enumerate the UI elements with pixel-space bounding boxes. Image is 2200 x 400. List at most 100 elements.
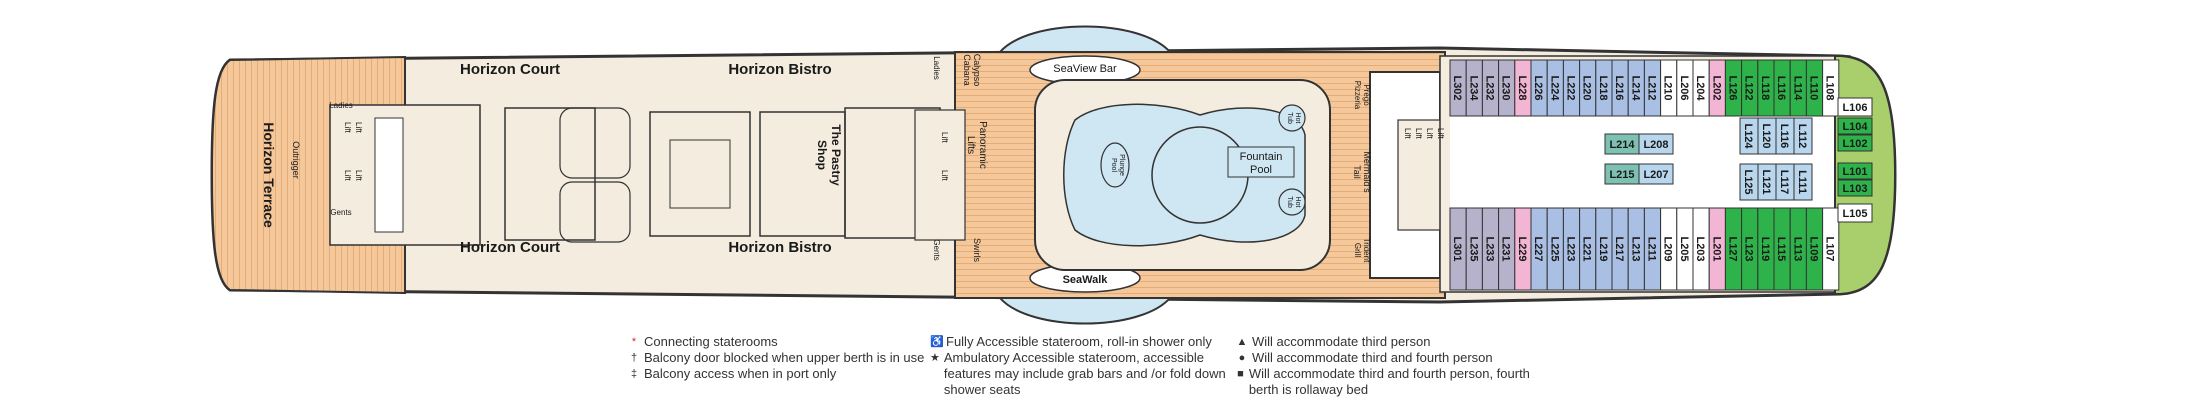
cabin-l225[interactable]: L225 xyxy=(1546,207,1564,291)
cabin-number: L122 xyxy=(1743,75,1755,100)
cabin-l112[interactable]: L112 xyxy=(1793,117,1813,155)
cabin-l101[interactable]: L101 xyxy=(1837,162,1873,180)
cabin-l111[interactable]: L111 xyxy=(1793,163,1813,201)
cabin-number: L115 xyxy=(1775,237,1787,261)
cabin-l230[interactable]: L230 xyxy=(1498,59,1516,117)
cabin-l110[interactable]: L110 xyxy=(1805,59,1824,117)
cabin-number: L214 xyxy=(1609,139,1635,151)
cabin-l127[interactable]: L127 xyxy=(1724,207,1743,291)
cabin-box xyxy=(1837,97,1873,117)
legend-item: ●Will accommodate third and fourth perso… xyxy=(1236,350,1546,366)
cabin-l201[interactable]: L201 xyxy=(1708,207,1726,291)
cabin-number: L116 xyxy=(1778,124,1790,148)
cabin-l125[interactable]: L125 xyxy=(1739,163,1759,201)
cabin-l215[interactable]: L215 xyxy=(1604,163,1640,185)
cabin-l120[interactable]: L120 xyxy=(1757,117,1777,155)
cabin-l203[interactable]: L203 xyxy=(1692,207,1710,291)
cabin-l232[interactable]: L232 xyxy=(1481,59,1500,117)
cabin-l210[interactable]: L210 xyxy=(1660,59,1678,117)
horizon-terrace-label: Horizon Terrace xyxy=(261,122,277,228)
cabin-l105[interactable]: L105 xyxy=(1837,203,1873,223)
cabin-l108[interactable]: L108 xyxy=(1822,59,1840,117)
lift-mid-3: Lift xyxy=(1425,128,1434,139)
cabin-l103[interactable]: L103 xyxy=(1837,179,1873,197)
cabin-l223[interactable]: L223 xyxy=(1562,207,1581,291)
legend-item: ■Will accommodate third and fourth perso… xyxy=(1237,366,1530,397)
cabin-l214[interactable]: L214 xyxy=(1604,133,1640,155)
cabin-number: L233 xyxy=(1484,236,1496,261)
cabin-l115[interactable]: L115 xyxy=(1773,207,1791,291)
cabin-l224[interactable]: L224 xyxy=(1546,59,1564,117)
cabin-number: L212 xyxy=(1646,75,1658,100)
cabin-l217[interactable]: L217 xyxy=(1611,207,1629,291)
cabin-number: L210 xyxy=(1662,75,1674,100)
cabin-l231[interactable]: L231 xyxy=(1498,207,1516,291)
cabin-l122[interactable]: L122 xyxy=(1741,59,1759,117)
cabin-l228[interactable]: L228 xyxy=(1514,59,1532,117)
cabin-l233[interactable]: L233 xyxy=(1481,207,1500,291)
cabin-number: L112 xyxy=(1796,124,1808,148)
cabin-l117[interactable]: L117 xyxy=(1775,163,1795,201)
cabin-l209[interactable]: L209 xyxy=(1660,207,1678,291)
lift-mid-4: Lift xyxy=(1436,128,1445,139)
lift-aft-4: Lift xyxy=(354,170,363,181)
horizon-court-bottom-label: Horizon Court xyxy=(460,239,560,256)
mermaids-tail-label-1: Mermaid's xyxy=(1362,151,1372,193)
cabin-number: L224 xyxy=(1548,75,1560,101)
lift-aft-2: Lift xyxy=(354,122,363,133)
cabin-l206[interactable]: L206 xyxy=(1676,59,1694,117)
cabin-number: L121 xyxy=(1760,169,1772,194)
cabin-number: L116 xyxy=(1775,76,1787,100)
cabin-l114[interactable]: L114 xyxy=(1789,59,1807,117)
cabin-l102[interactable]: L102 xyxy=(1837,134,1873,152)
bistro-servery-2 xyxy=(669,139,731,209)
cabin-number: L208 xyxy=(1643,139,1668,151)
legend-col-1: *Connecting staterooms †Balcony door blo… xyxy=(628,334,928,382)
cabin-number: L108 xyxy=(1824,75,1836,100)
cabin-l202[interactable]: L202 xyxy=(1708,59,1726,117)
cabin-l116[interactable]: L116 xyxy=(1775,117,1795,155)
cabin-l216[interactable]: L216 xyxy=(1611,59,1629,117)
cabin-l227[interactable]: L227 xyxy=(1530,207,1548,291)
cabin-l116[interactable]: L116 xyxy=(1773,59,1791,117)
cabin-l226[interactable]: L226 xyxy=(1530,59,1548,117)
cabin-number: L220 xyxy=(1581,75,1593,100)
seaview-bar-bump xyxy=(997,25,1173,53)
cabin-l104[interactable]: L104 xyxy=(1837,117,1873,135)
cabin-l229[interactable]: L229 xyxy=(1514,207,1532,291)
cabin-l302[interactable]: L302 xyxy=(1449,59,1467,117)
cabin-l113[interactable]: L113 xyxy=(1789,207,1807,291)
cabin-l222[interactable]: L222 xyxy=(1562,59,1581,117)
cabin-l220[interactable]: L220 xyxy=(1579,59,1597,117)
cabin-l109[interactable]: L109 xyxy=(1805,207,1824,291)
cabin-l235[interactable]: L235 xyxy=(1465,207,1483,291)
cabin-l204[interactable]: L204 xyxy=(1692,59,1710,117)
cabin-l212[interactable]: L212 xyxy=(1643,59,1662,117)
cabin-l218[interactable]: L218 xyxy=(1595,59,1613,117)
cabin-l213[interactable]: L213 xyxy=(1627,207,1645,291)
hot-tub-bottom-label-2: Tub xyxy=(1286,196,1293,208)
cabin-number: L232 xyxy=(1484,75,1496,100)
cabin-box xyxy=(1837,134,1873,152)
cabin-l119[interactable]: L119 xyxy=(1757,207,1775,291)
cabin-l124[interactable]: L124 xyxy=(1739,117,1759,155)
cabin-l205[interactable]: L205 xyxy=(1676,207,1694,291)
cabin-l208[interactable]: L208 xyxy=(1638,133,1674,155)
cabin-l301[interactable]: L301 xyxy=(1449,207,1467,291)
cabin-l211[interactable]: L211 xyxy=(1643,207,1662,291)
cabin-box xyxy=(1822,207,1840,291)
cabin-l121[interactable]: L121 xyxy=(1757,163,1777,201)
cabin-l107[interactable]: L107 xyxy=(1822,207,1840,291)
cabin-l234[interactable]: L234 xyxy=(1465,59,1483,117)
cabin-l106[interactable]: L106 xyxy=(1837,97,1873,117)
cabin-l126[interactable]: L126 xyxy=(1724,59,1743,117)
cabin-number: L105 xyxy=(1842,208,1867,220)
cabin-l118[interactable]: L118 xyxy=(1757,59,1775,117)
cabin-l221[interactable]: L221 xyxy=(1579,207,1597,291)
cabin-l207[interactable]: L207 xyxy=(1638,163,1674,185)
cabin-l214[interactable]: L214 xyxy=(1627,59,1645,117)
cabin-l123[interactable]: L123 xyxy=(1741,207,1759,291)
cabin-l219[interactable]: L219 xyxy=(1595,207,1613,291)
